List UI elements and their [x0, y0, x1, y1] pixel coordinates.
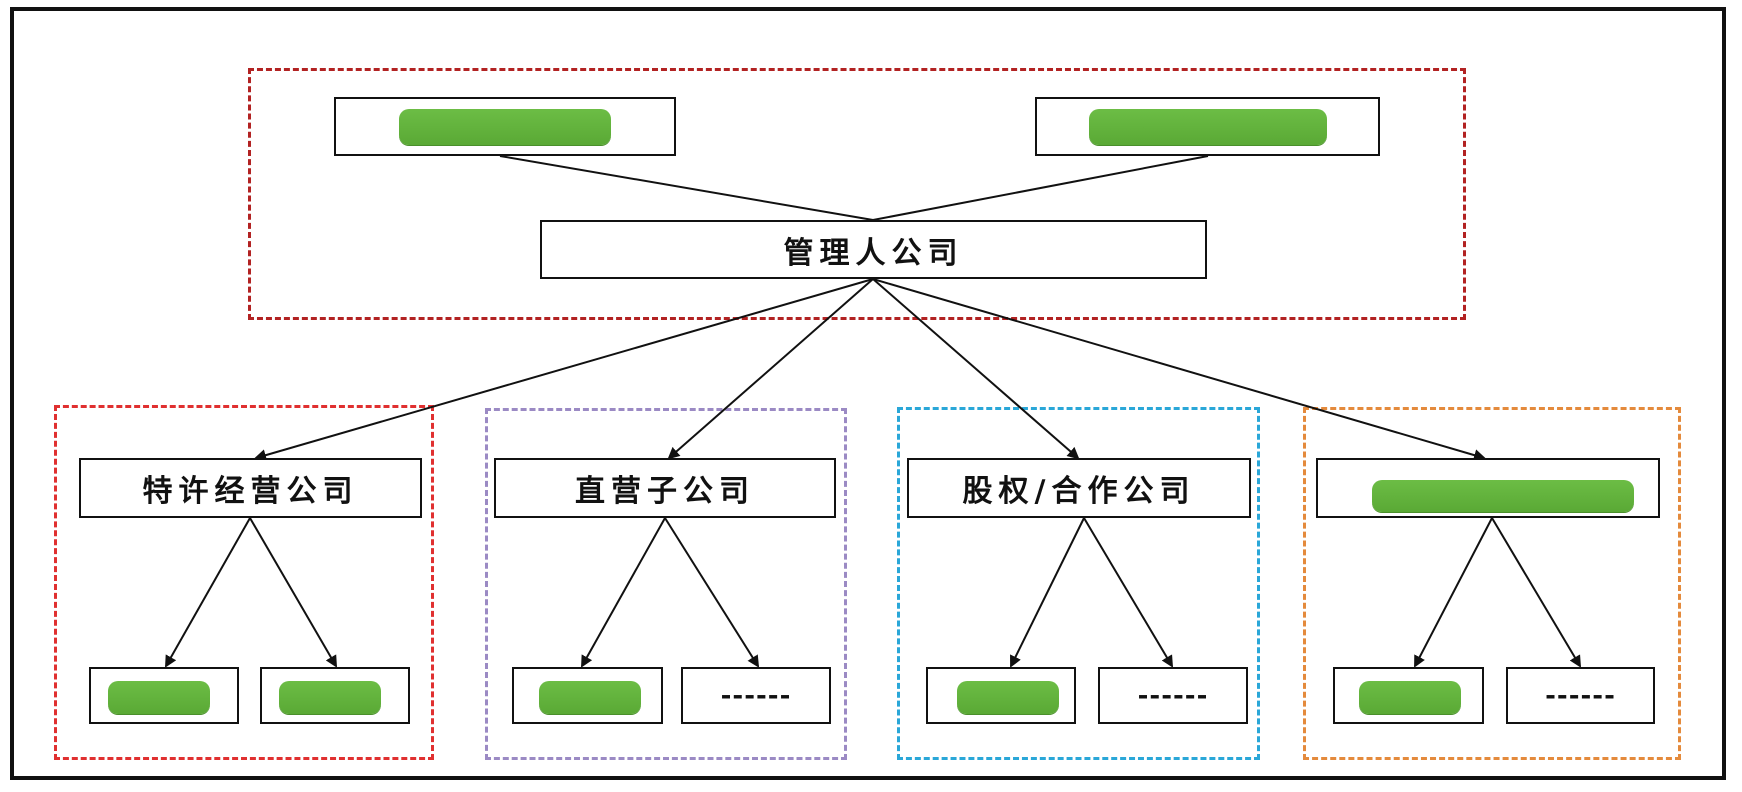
redacted-label — [957, 681, 1059, 714]
leaf-node-direct-1 — [512, 667, 663, 724]
diagram-frame — [10, 7, 1726, 780]
edge-direct-to-child-1 — [581, 517, 666, 668]
leaf-node-franchise-1 — [89, 667, 239, 724]
edge-equity-to-child-1 — [1010, 517, 1085, 668]
edge-equity-to-child-2 — [1083, 517, 1174, 668]
region-equity — [897, 407, 1260, 760]
redacted-label — [399, 108, 611, 145]
edge-manager-to-equity — [872, 278, 1080, 460]
region-franchise — [54, 405, 434, 760]
leaf-node-direct-2: ------ — [681, 667, 831, 724]
redacted-label — [539, 681, 641, 714]
leaf-node-franchise-2 — [260, 667, 410, 724]
leaf-node-fourth-1 — [1333, 667, 1484, 724]
edge-manager-to-fourth — [872, 278, 1486, 461]
branch-label: 股权/合作公司 — [962, 474, 1196, 509]
region-fourth — [1303, 407, 1681, 760]
edge-direct-to-child-2 — [664, 517, 760, 668]
manager-node: 管理人公司 — [540, 220, 1207, 279]
edge-fourth-to-child-2 — [1491, 517, 1582, 668]
edge-owner-left-to-manager — [499, 155, 874, 221]
edge-fourth-to-child-1 — [1414, 517, 1493, 668]
redacted-label — [1088, 108, 1327, 145]
branch-node-direct: 直营子公司 — [494, 458, 836, 518]
edge-owner-right-to-manager — [872, 155, 1209, 221]
edge-manager-to-franchise — [254, 278, 874, 461]
edge-franchise-to-child-2 — [249, 517, 338, 668]
leaf-node-equity-1 — [926, 667, 1076, 724]
redacted-label — [1372, 480, 1634, 512]
region-direct — [485, 408, 847, 760]
leaf-node-fourth-2: ------ — [1506, 667, 1655, 724]
branch-label: 特许经营公司 — [142, 474, 359, 509]
edge-franchise-to-child-1 — [165, 517, 251, 668]
branch-node-fourth — [1316, 458, 1660, 518]
leaf-node-equity-2: ------ — [1098, 667, 1248, 724]
owner-node-right — [1035, 97, 1380, 156]
region-top — [248, 68, 1466, 320]
branch-node-franchise: 特许经营公司 — [79, 458, 422, 518]
branch-node-equity: 股权/合作公司 — [907, 458, 1251, 518]
manager-label: 管理人公司 — [783, 235, 964, 271]
edge-manager-to-direct — [667, 278, 874, 460]
redacted-label — [108, 681, 210, 714]
redacted-label — [279, 681, 381, 714]
leaf-ellipsis: ------ — [1545, 680, 1616, 711]
branch-label: 直营子公司 — [575, 474, 755, 509]
redacted-label — [1359, 681, 1461, 714]
leaf-ellipsis: ------ — [1137, 680, 1209, 711]
owner-node-left — [334, 97, 676, 156]
leaf-ellipsis: ------ — [720, 680, 792, 711]
